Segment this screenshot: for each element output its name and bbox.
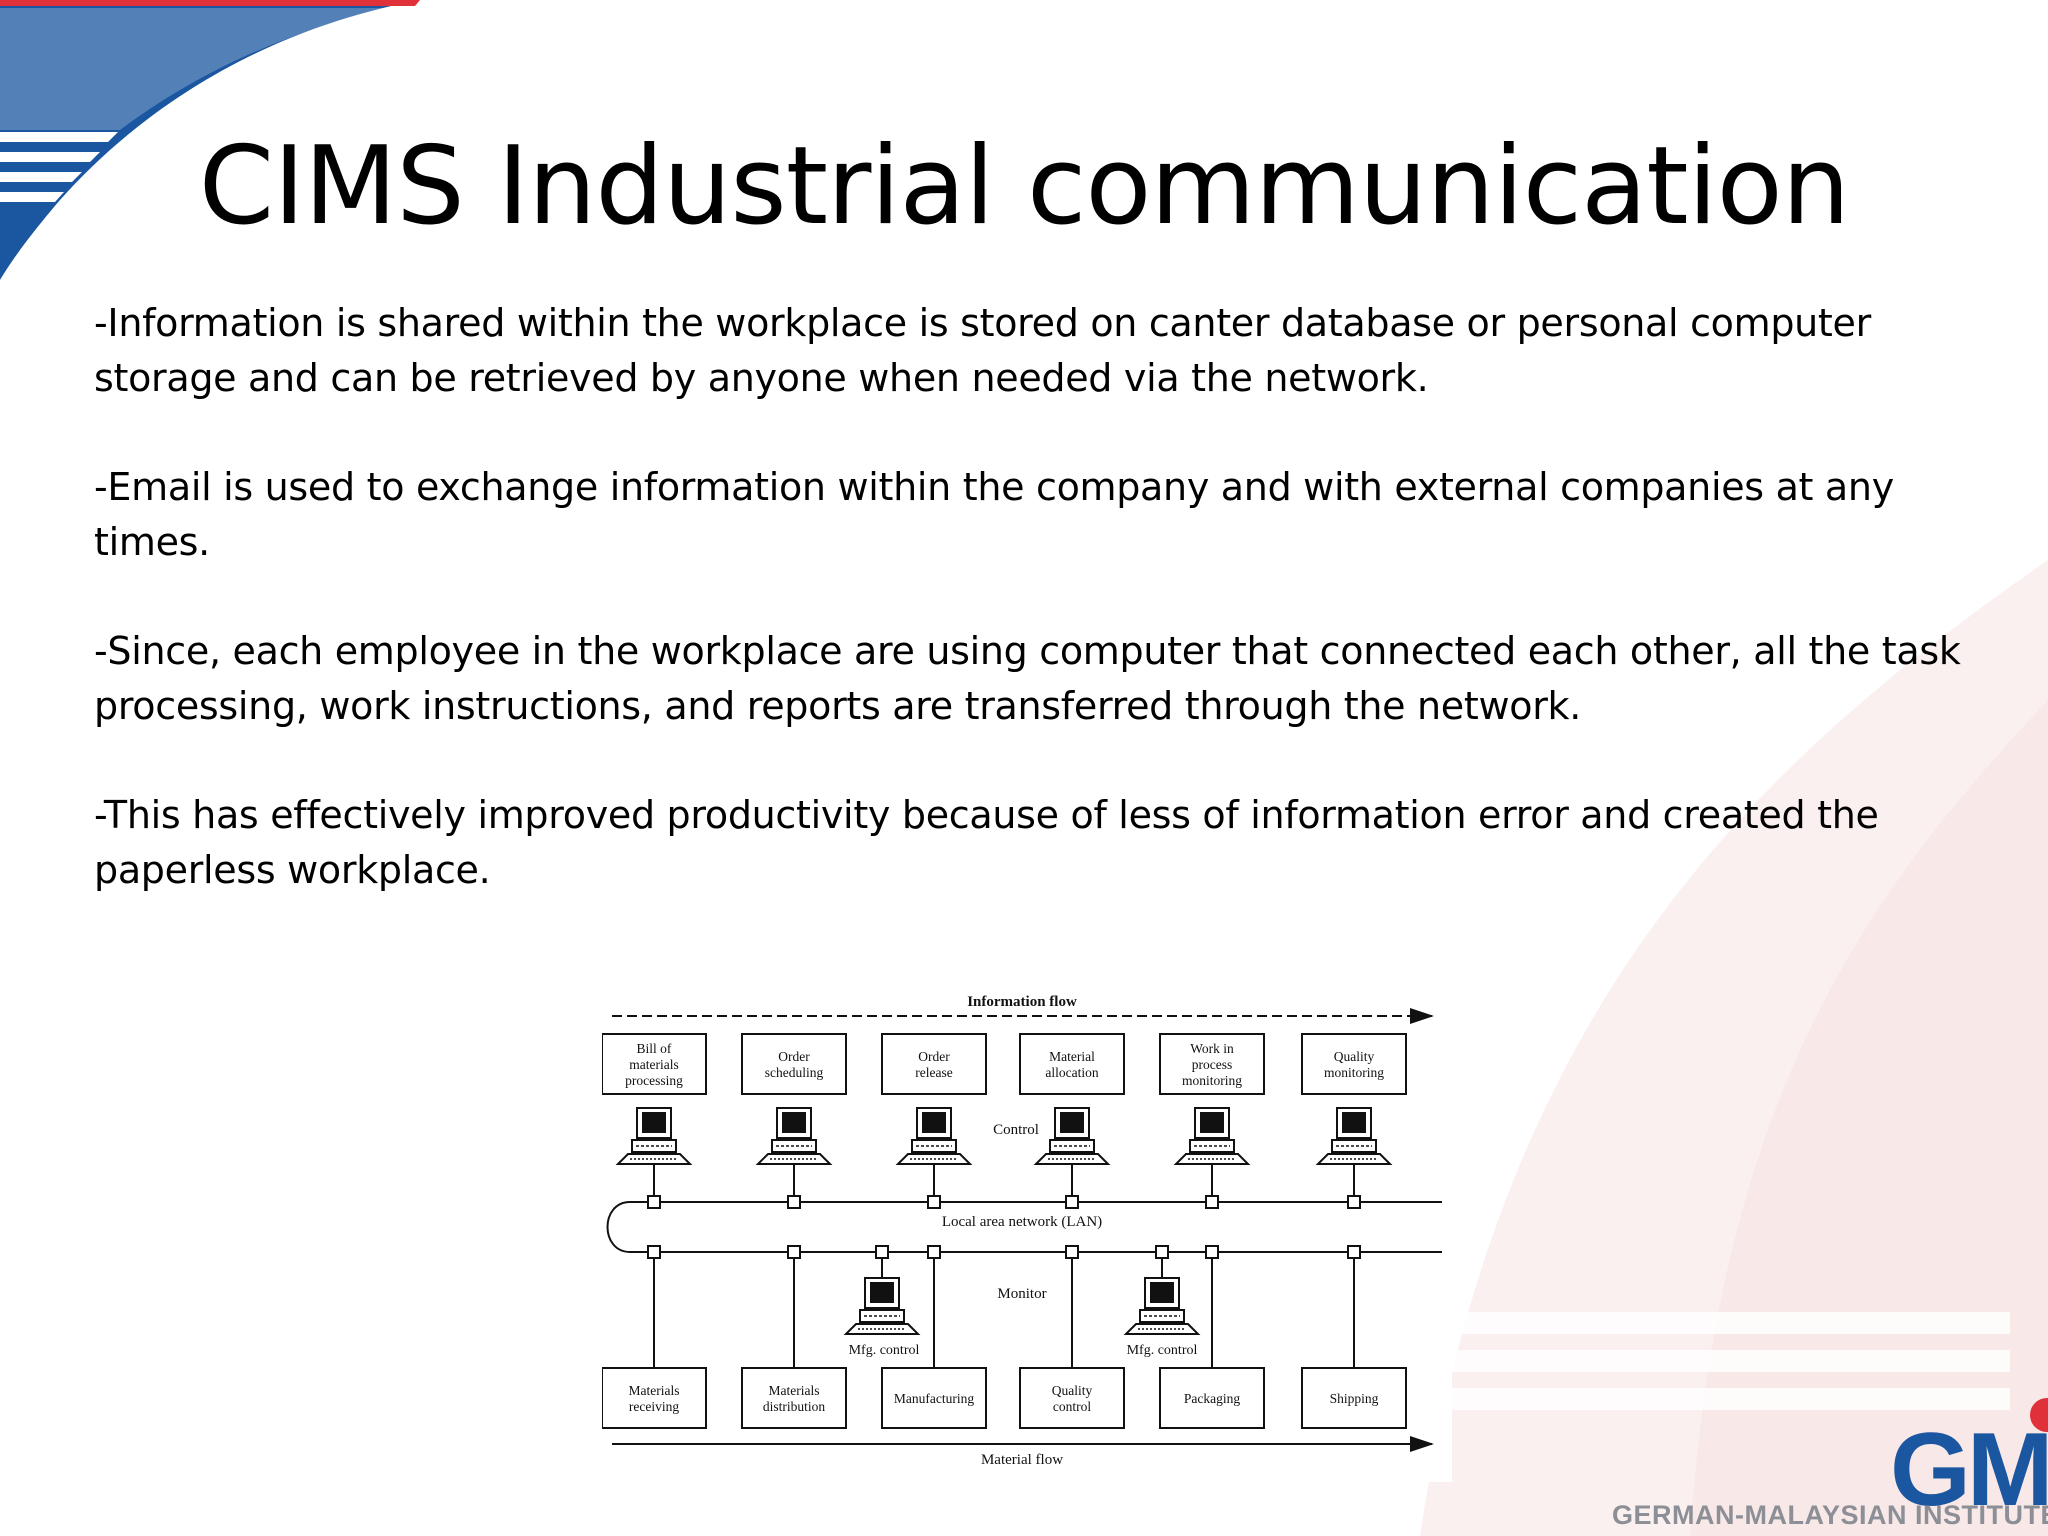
- process-box-label: Work in: [1190, 1041, 1234, 1056]
- bullet-item: -Email is used to exchange information w…: [94, 465, 1894, 564]
- institute-name: GERMAN-MALAYSIAN INSTITUTE: [1612, 1500, 2048, 1530]
- slide-title: CIMS Industrial communication: [198, 124, 1850, 249]
- network-node: [647, 1245, 661, 1259]
- logo-dot: [2030, 1398, 2048, 1432]
- process-box-top: [1301, 1033, 1407, 1095]
- network-node: [1347, 1245, 1361, 1259]
- lan-loop: [606, 1201, 631, 1253]
- process-box-label: Packaging: [1184, 1391, 1240, 1406]
- mfg-control-label: Mfg. control: [849, 1343, 920, 1358]
- cims-network-diagram: Information flow Local area network (LAN…: [601, 972, 1452, 1482]
- network-node: [1205, 1245, 1219, 1259]
- network-node: [1347, 1195, 1361, 1209]
- control-label: Control: [993, 1122, 1039, 1138]
- process-box-label: allocation: [1045, 1065, 1098, 1080]
- computer-icon: [1200, 1112, 1224, 1133]
- process-box-bottom: [741, 1367, 847, 1429]
- process-box-label: Materials: [769, 1383, 820, 1398]
- process-box-label: Quality: [1052, 1383, 1093, 1398]
- network-node: [927, 1195, 941, 1209]
- process-box-label: monitoring: [1324, 1065, 1384, 1080]
- process-box-label: Material: [1049, 1049, 1095, 1064]
- network-node: [787, 1245, 801, 1259]
- network-node: [1065, 1195, 1079, 1209]
- process-box-bottom: [601, 1367, 707, 1429]
- process-box-top: [601, 1033, 707, 1095]
- process-box-top: [1159, 1033, 1265, 1095]
- process-box-label: Materials: [629, 1383, 680, 1398]
- process-box-label: distribution: [763, 1399, 826, 1414]
- process-box-label: scheduling: [765, 1065, 824, 1080]
- computer-icon: [870, 1282, 894, 1303]
- computer-icon: [642, 1112, 666, 1133]
- network-node: [1065, 1245, 1079, 1259]
- bullet-item: -Information is shared within the workpl…: [94, 301, 1871, 400]
- process-box-top: [1019, 1033, 1125, 1095]
- computer-icon: [1342, 1112, 1366, 1133]
- process-box-bottom: [1019, 1367, 1125, 1429]
- process-box-label: Quality: [1334, 1049, 1375, 1064]
- process-box-bottom: [1159, 1367, 1265, 1429]
- lan-label: Local area network (LAN): [942, 1214, 1102, 1230]
- process-box-label: Manufacturing: [894, 1391, 974, 1406]
- process-box-label: monitoring: [1182, 1073, 1242, 1088]
- bullet-item: -This has effectively improved productiv…: [94, 793, 1879, 892]
- bullet-item: -Since, each employee in the workplace a…: [94, 629, 1961, 728]
- process-box-label: materials: [629, 1057, 678, 1072]
- process-box-bottom: [881, 1367, 987, 1429]
- gmi-logo: GMI: [1890, 1412, 2048, 1528]
- process-box-label: process: [1192, 1057, 1233, 1072]
- network-node: [875, 1245, 889, 1259]
- process-box-label: Bill of: [637, 1041, 672, 1056]
- process-box-label: control: [1053, 1399, 1091, 1414]
- material-flow-label: Material flow: [981, 1452, 1063, 1468]
- computer-icon: [1150, 1282, 1174, 1303]
- process-box-top: [881, 1033, 987, 1095]
- network-node: [1155, 1245, 1169, 1259]
- diagram-canvas: Information flow Local area network (LAN…: [601, 994, 1442, 1468]
- network-node: [927, 1245, 941, 1259]
- network-node: [1205, 1195, 1219, 1209]
- process-box-label: Shipping: [1330, 1391, 1379, 1406]
- process-box-label: Order: [778, 1049, 810, 1064]
- computer-icon: [922, 1112, 946, 1133]
- network-node: [647, 1195, 661, 1209]
- network-node: [787, 1195, 801, 1209]
- process-box-label: Order: [918, 1049, 950, 1064]
- monitor-label: Monitor: [997, 1286, 1046, 1302]
- process-box-label: release: [915, 1065, 952, 1080]
- process-box-label: processing: [625, 1073, 683, 1088]
- mfg-control-label: Mfg. control: [1127, 1343, 1198, 1358]
- bullet-list: -Information is shared within the workpl…: [94, 296, 2014, 952]
- process-box-bottom: [1301, 1367, 1407, 1429]
- process-box-label: receiving: [629, 1399, 679, 1414]
- computer-icon: [782, 1112, 806, 1133]
- information-flow-label: Information flow: [967, 994, 1077, 1010]
- computer-icon: [1060, 1112, 1084, 1133]
- process-box-top: [741, 1033, 847, 1095]
